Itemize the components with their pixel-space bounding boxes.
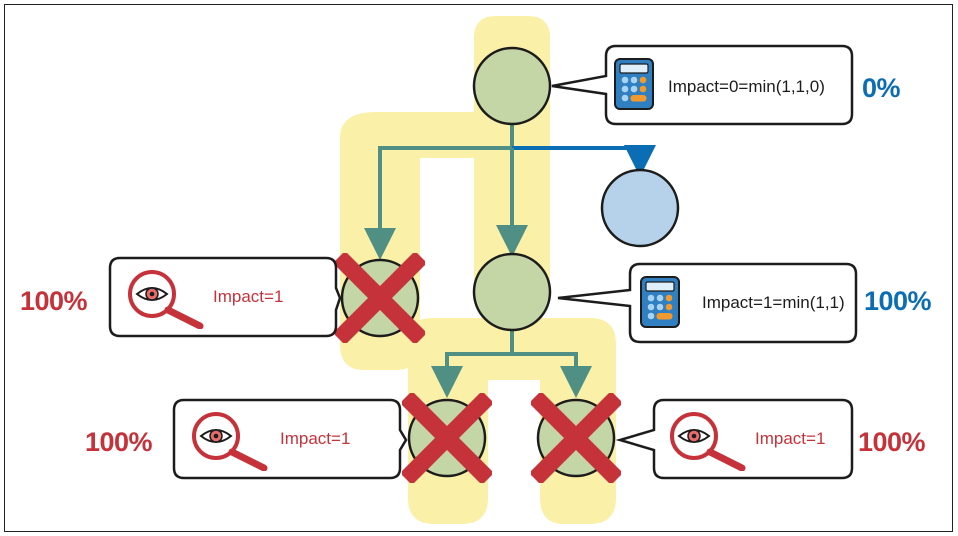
callout-bottom-left: Impact=1 100% [85, 398, 408, 480]
edge-middle-to-bottom-left [431, 330, 514, 398]
edge-root-to-left [364, 146, 512, 260]
callout-middle-text: Impact=1=min(1,1) [702, 293, 845, 312]
calculator-icon [640, 276, 680, 328]
callout-bottom-left-text: Impact=1 [280, 429, 350, 448]
edges [364, 124, 656, 398]
callout-bottom-right-text: Impact=1 [755, 429, 825, 448]
node-blue [600, 168, 680, 248]
edge-root-to-blue [512, 145, 656, 177]
callout-left-text: Impact=1 [213, 287, 283, 306]
callout-root: Impact=0=min(1,1,0) 0% [551, 44, 901, 126]
callout-middle: Impact=1=min(1,1) 100% [557, 262, 932, 344]
callout-left-percent: 100% [20, 286, 88, 316]
callout-root-text: Impact=0=min(1,1,0) [668, 77, 825, 96]
node-middle [472, 252, 552, 332]
calculator-icon [614, 58, 654, 110]
callout-bottom-right-percent: 100% [858, 427, 926, 457]
callout-middle-percent: 100% [864, 286, 932, 316]
callout-bottom-right: Impact=1 100% [615, 398, 926, 480]
callout-left: Impact=1 100% [20, 256, 342, 338]
edge-middle-to-bottom-right [512, 352, 592, 398]
callout-bottom-left-percent: 100% [85, 427, 153, 457]
node-root [472, 46, 552, 126]
callout-root-percent: 0% [862, 73, 901, 103]
